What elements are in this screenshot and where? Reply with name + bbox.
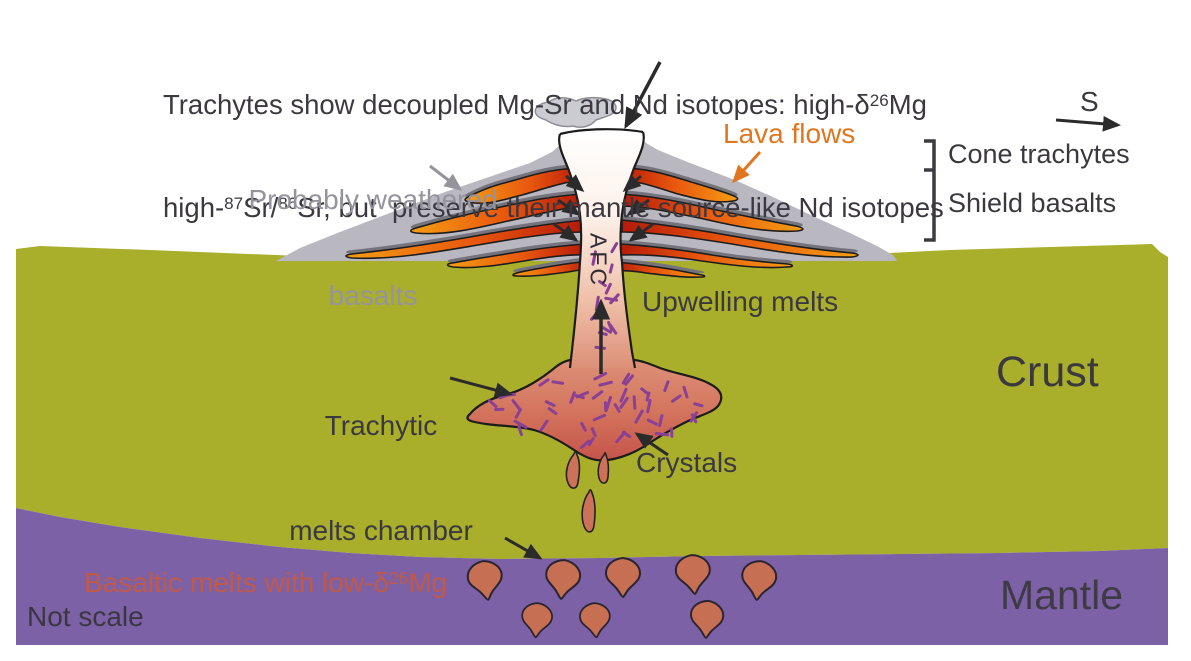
shield-basalts-label: Shield basalts — [948, 188, 1117, 218]
upwelling-melts-label: Upwelling melts — [642, 286, 839, 317]
settling-crystal-drips — [565, 451, 610, 533]
basaltic-melts-label: Basaltic melts with low-δ26Mg slightly e… — [84, 478, 478, 661]
crystals-label: Crystals — [636, 447, 738, 478]
basaltic-melts-line1: Basaltic melts with low-δ26Mg — [84, 567, 448, 598]
not-scale-note: Not scale — [27, 601, 144, 632]
weathered-pointer-arrow — [429, 164, 463, 191]
conduit-feed-arrows — [553, 174, 654, 242]
afc-conduit-label: AFC — [585, 233, 612, 288]
chamber-pointer-arrow — [449, 376, 513, 398]
eruption-cloud — [534, 96, 617, 128]
magma-chamber — [466, 358, 723, 462]
stratigraphy-bracket — [924, 139, 936, 242]
mantle-layer-label: Mantle — [1000, 572, 1124, 618]
weathered-basalts-label: Probably weathered basalts — [248, 184, 498, 311]
south-direction-label: S — [1080, 86, 1099, 117]
crust-layer-label: Crust — [996, 348, 1099, 396]
south-direction-arrow — [1055, 116, 1121, 132]
trachytic-melts-chamber-label: Trachytic melts chamber — [289, 410, 473, 546]
cone-trachytes-label: Cone trachytes — [948, 139, 1130, 169]
lava-flows-pointer-arrow — [731, 150, 762, 184]
title: Trachytes show decoupled Mg-Sr and Nd is… — [163, 18, 944, 257]
vent-pointer-arrow — [624, 61, 662, 130]
lava-flows-label: Lava flows — [723, 118, 856, 149]
title-line1: Trachytes show decoupled Mg-Sr and Nd is… — [163, 89, 927, 120]
mantle-layer — [16, 508, 1168, 645]
crystals-pointer-arrow — [634, 432, 669, 457]
basaltic-pointer-arrow — [504, 536, 543, 560]
title-line2: high-87Sr/86Sr, but preserve their mantl… — [163, 192, 944, 223]
